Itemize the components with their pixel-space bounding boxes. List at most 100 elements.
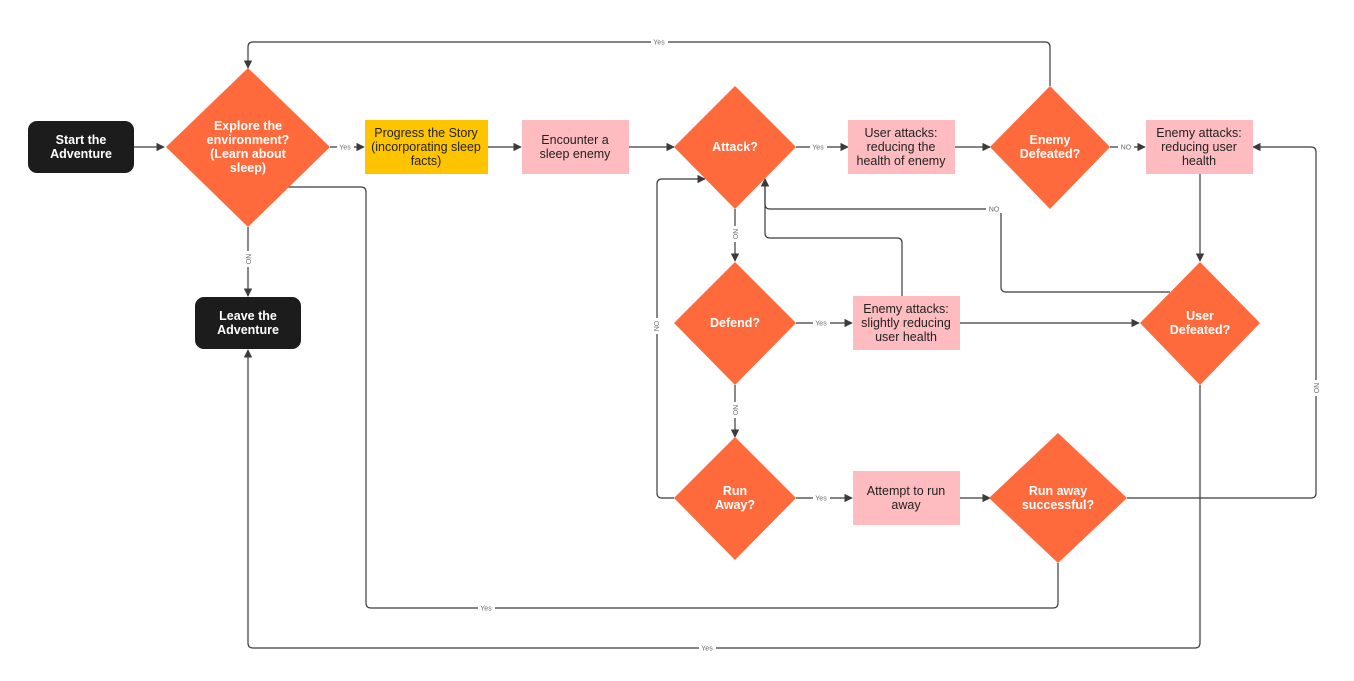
edge-run-success-to-explore: [277, 182, 1059, 609]
edge-enemy-defeated-to-explore: [243, 41, 1051, 86]
node-label-line: Leave the: [219, 309, 277, 323]
node-label-line: Run away: [1029, 484, 1087, 498]
node-label-line: sleep): [230, 161, 266, 175]
node-label-line: slightly reducing: [861, 316, 951, 330]
label-no-run-success: NO: [1312, 380, 1320, 396]
node-label-line: successful?: [1022, 498, 1094, 512]
node-label-line: Enemy attacks:: [1156, 126, 1241, 140]
node-label-line: (Learn about: [210, 147, 287, 161]
node-label-line: Defeated?: [1020, 147, 1080, 161]
node-label-line: health of enemy: [857, 154, 947, 168]
edge-run-success-to-enemy-attacks: [1127, 142, 1317, 499]
label-no-run-away-attack: NO: [653, 318, 661, 334]
label-yes-explore-progress: Yes: [337, 143, 354, 152]
label-yes-user-defeated-leave: Yes: [699, 644, 716, 653]
label-yes-defend: Yes: [813, 319, 830, 328]
node-label-line: Encounter a: [541, 133, 608, 147]
edge-run-away-to-attack: [656, 174, 706, 499]
node-label-line: health: [1182, 154, 1216, 168]
svg-text:Yes: Yes: [653, 40, 665, 47]
svg-text:Yes: Yes: [812, 145, 824, 152]
svg-text:NO: NO: [244, 254, 251, 265]
node-label-line: Adventure: [217, 323, 279, 337]
node-label-line: Start the: [56, 133, 107, 147]
svg-text:Yes: Yes: [815, 496, 827, 503]
node-label-line: Attack?: [712, 140, 758, 154]
svg-text:Yes: Yes: [815, 321, 827, 328]
node-label-line: Enemy attacks:: [863, 302, 948, 316]
node-defend-decision[interactable]: Defend?: [674, 262, 796, 385]
svg-text:NO: NO: [731, 229, 738, 240]
edge-labels: Yes Yes Yes NO NO NO NO NO: [244, 38, 1320, 653]
label-no-enemy-defeated: NO: [1118, 143, 1134, 152]
svg-text:NO: NO: [1121, 145, 1132, 152]
node-label-line: facts): [411, 154, 442, 168]
node-label-line: user health: [875, 330, 937, 344]
label-yes-run-success-explore: Yes: [478, 604, 495, 613]
label-yes-run-away: Yes: [813, 494, 830, 503]
node-attack-decision[interactable]: Attack?: [674, 86, 796, 209]
node-label-line: Adventure: [50, 147, 112, 161]
svg-text:Yes: Yes: [339, 145, 351, 152]
svg-text:NO: NO: [1312, 383, 1319, 394]
node-label-line: User: [1186, 309, 1214, 323]
label-yes-top: Yes: [651, 38, 668, 47]
node-label-line: Defeated?: [1170, 323, 1230, 337]
svg-text:NO: NO: [654, 320, 661, 331]
node-label-line: reducing user: [1161, 140, 1237, 154]
node-label-line: Attempt to run: [867, 484, 946, 498]
svg-text:Yes: Yes: [701, 646, 713, 653]
node-label-line: environment?: [207, 133, 290, 147]
label-yes-attack-user-attacks: Yes: [810, 143, 827, 152]
node-label-line: Enemy: [1030, 133, 1071, 147]
label-no-explore-leave: NO: [244, 251, 252, 267]
node-label-line: away: [891, 498, 921, 512]
node-label-line: Progress the Story: [374, 126, 478, 140]
node-label-line: Explore the: [214, 119, 282, 133]
node-label-line: Run: [723, 484, 747, 498]
label-no-defend-run: NO: [731, 402, 739, 418]
svg-text:NO: NO: [731, 405, 738, 416]
node-label-line: (incorporating sleep: [371, 140, 481, 154]
node-label-line: Away?: [715, 498, 755, 512]
edge-enemy-attacks-slight-to-attack: [760, 178, 903, 296]
node-label-line: Defend?: [710, 316, 760, 330]
node-label-line: reducing the: [867, 140, 936, 154]
label-no-user-defeated: NO: [986, 205, 1002, 214]
edge-user-defeated-to-leave: [243, 349, 1201, 649]
node-label-line: User attacks:: [865, 126, 938, 140]
svg-text:Attack?: Attack?: [712, 140, 758, 154]
label-no-attack-defend: NO: [731, 226, 739, 242]
svg-text:Progress the Story(incorporati: Progress the Story(incorporating sleepfa…: [371, 126, 481, 168]
svg-text:Yes: Yes: [480, 606, 492, 613]
svg-text:Defend?: Defend?: [710, 316, 760, 330]
edge-user-defeated-to-attack: [760, 178, 1170, 293]
svg-text:NO: NO: [989, 207, 1000, 214]
